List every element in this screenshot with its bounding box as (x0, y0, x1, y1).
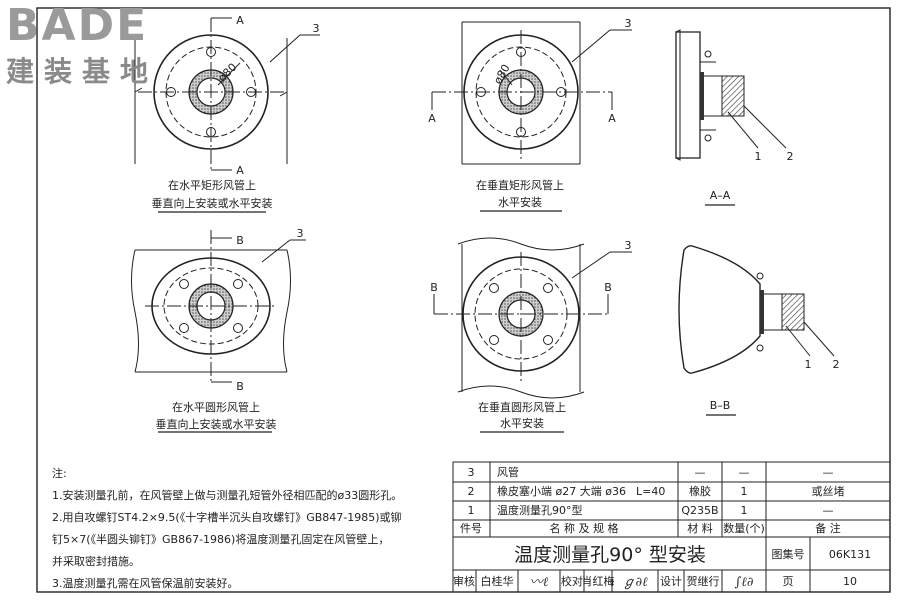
reviewer-signature: 〰ℓ (530, 575, 549, 590)
leader-label-3: 3 (313, 22, 320, 35)
header-remark: 备 注 (815, 521, 841, 535)
section-mark-a: A (428, 112, 436, 125)
note-line: 2.用自攻螺钉ST4.2×9.5(《十字槽半沉头自攻螺钉》GB847-1985)… (52, 511, 402, 524)
note-line: 并采取密封措施。 (52, 555, 140, 568)
designer-signature: ∫ℓ∂ (735, 575, 754, 590)
caption-view1-line1: 在水平矩形风管上 (168, 178, 256, 192)
part-material: — (695, 466, 706, 479)
part-material: Q235B (681, 504, 718, 517)
section-title-a-a: A–A (710, 189, 731, 202)
title-block (452, 461, 891, 593)
leader-label-1: 1 (805, 358, 812, 371)
note-line: 钉5×7(《半圆头铆钉》GB867-1986)将温度测量孔固定在风管壁上， (52, 533, 390, 546)
header-qty: 数量(个) (723, 522, 765, 535)
designer-name: 贺继行 (687, 575, 720, 588)
leader-label-2: 2 (833, 358, 840, 371)
notes-block: 注: 1.安装测量孔前，在风管壁上做与测量孔短管外径相匹配的ø33圆形孔。 2.… (52, 463, 442, 595)
part-qty: 1 (741, 485, 748, 498)
atlas-number: 06K131 (829, 548, 871, 561)
checker-name: 肖红梅 (582, 574, 615, 588)
check-label: 校对 (561, 574, 583, 588)
caption-view3-line2: 垂直向上安装或水平安装 (156, 417, 277, 431)
caption-view1-line2: 垂直向上安装或水平安装 (152, 196, 273, 210)
part-remark: — (823, 504, 834, 517)
header-name-spec: 名 称 及 规 格 (550, 521, 619, 535)
part-qty: — (739, 466, 750, 479)
section-mark-b: B (236, 234, 244, 247)
checker-signature: ℊ∂ℓ (622, 575, 648, 590)
header-material: 材 料 (687, 521, 713, 535)
view-round-vertical: B B 3 在垂直圆形风管上 水平安装 (430, 237, 632, 433)
section-mark-b: B (430, 281, 438, 294)
part-name: 温度测量孔90°型 (497, 503, 583, 517)
notes-heading: 注: (52, 467, 67, 480)
section-mark-b: B (236, 380, 244, 393)
leader-label-2: 2 (787, 150, 794, 163)
part-qty: 1 (741, 504, 748, 517)
caption-view4-line2: 水平安装 (500, 416, 544, 430)
section-b-b: 1 2 B–B (678, 245, 840, 416)
view-rect-vertical: A A ø80 3 在垂直矩形风管上 水平安装 (428, 17, 632, 212)
design-label: 设计 (660, 575, 682, 588)
part-no: 3 (468, 466, 475, 479)
view-rect-horizontal: ø80 A A 3 在水平矩形风管上 垂直向上安装或水平安装 (134, 14, 320, 213)
section-a-a: 1 2 A–A (675, 29, 794, 206)
watermark-subtitle: 建装基地 (6, 55, 159, 88)
drawing-title: 温度测量孔90° 型安装 (514, 544, 706, 566)
section-mark-a: A (608, 112, 616, 125)
page-number: 10 (843, 575, 857, 588)
caption-view3-line1: 在水平圆形风管上 (172, 400, 260, 414)
section-mark-b: B (604, 281, 612, 294)
page-label: 页 (783, 575, 794, 588)
part-name: 风管 (497, 465, 519, 479)
part-remark: — (823, 466, 834, 479)
parts-table: 3 风管 — — — 2 橡皮塞小端 ø27 大端 ø36 L=40 橡胶 1 … (460, 465, 845, 535)
atlas-label: 图集号 (772, 547, 805, 561)
caption-view2-line2: 水平安装 (498, 195, 542, 209)
leader-label-3: 3 (297, 227, 304, 240)
caption-view4-line1: 在垂直圆形风管上 (478, 400, 566, 414)
part-spec: L=40 (636, 485, 665, 498)
part-name: 橡皮塞小端 ø27 大端 ø36 (497, 484, 626, 498)
leader-label-3: 3 (625, 239, 632, 252)
view-round-horizontal: B B 3 在水平圆形风管上 垂直向上安装或水平安装 (131, 227, 306, 433)
reviewer-name: 白桂华 (481, 574, 514, 588)
part-no: 1 (468, 504, 475, 517)
leader-label-3: 3 (625, 17, 632, 30)
caption-view2-line1: 在垂直矩形风管上 (476, 178, 564, 192)
note-line: 1.安装测量孔前，在风管壁上做与测量孔短管外径相匹配的ø33圆形孔。 (52, 489, 403, 502)
section-mark-a: A (236, 164, 244, 177)
part-remark: 或丝堵 (812, 484, 845, 498)
section-title-b-b: B–B (710, 399, 731, 412)
part-material: 橡胶 (689, 484, 711, 498)
review-label: 审核 (453, 574, 475, 588)
header-part-no: 件号 (460, 522, 482, 535)
part-no: 2 (468, 485, 475, 498)
note-line: 3.温度测量孔需在风管保温前安装好。 (52, 577, 239, 590)
leader-label-1: 1 (755, 150, 762, 163)
section-mark-a: A (236, 14, 244, 27)
watermark-logo-text: BADE (6, 0, 149, 51)
title-block-text: 温度测量孔90° 型安装 图集号 06K131 审核 白桂华 〰ℓ 校对 肖红梅… (453, 544, 871, 590)
